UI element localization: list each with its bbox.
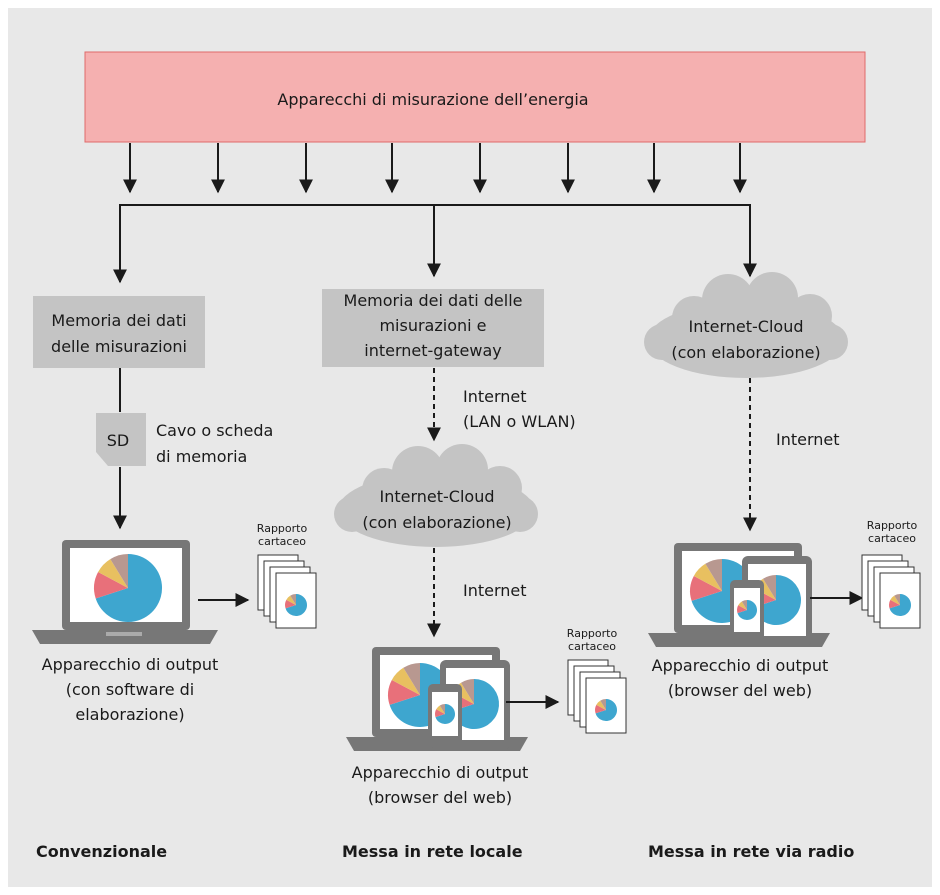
svg-text:misurazioni e: misurazioni e bbox=[379, 316, 486, 335]
right-devices-icon bbox=[648, 543, 830, 647]
cable-label-2: di memoria bbox=[156, 447, 247, 466]
column-title-local-network: Messa in rete locale bbox=[342, 842, 523, 861]
sd-card-icon: SD bbox=[96, 413, 146, 466]
left-report-label: Rapporto bbox=[257, 522, 308, 535]
right-report-label-2: cartaceo bbox=[868, 532, 916, 545]
right-output-label-2: (browser del web) bbox=[668, 681, 812, 700]
cable-label: Cavo o scheda bbox=[156, 421, 273, 440]
left-laptop-icon bbox=[32, 540, 218, 644]
svg-text:SD: SD bbox=[107, 431, 129, 450]
left-output-label: Apparecchio di output bbox=[42, 655, 219, 674]
middle-storage-box: Memoria dei dati delle misurazioni e int… bbox=[322, 289, 544, 367]
middle-internet-label-3: Internet bbox=[463, 581, 527, 600]
svg-text:Internet-Cloud: Internet-Cloud bbox=[379, 487, 494, 506]
middle-report-label: Rapporto bbox=[567, 627, 618, 640]
svg-text:Memoria dei dati: Memoria dei dati bbox=[51, 311, 186, 330]
svg-text:delle misurazioni: delle misurazioni bbox=[51, 337, 187, 356]
left-output-label-2: (con software di bbox=[66, 680, 194, 699]
middle-report-label-2: cartaceo bbox=[568, 640, 616, 653]
left-paper-report-icon bbox=[258, 555, 316, 628]
column-title-radio-network: Messa in rete via radio bbox=[648, 842, 854, 861]
middle-output-label: Apparecchio di output bbox=[352, 763, 529, 782]
middle-output-label-2: (browser del web) bbox=[368, 788, 512, 807]
left-storage-box: Memoria dei dati delle misurazioni bbox=[33, 296, 205, 368]
right-report-label: Rapporto bbox=[867, 519, 918, 532]
svg-text:Internet-Cloud: Internet-Cloud bbox=[688, 317, 803, 336]
left-output-label-3: elaborazione) bbox=[75, 705, 184, 724]
energy-meters-box: Apparecchi di misurazione dell’energia bbox=[84, 51, 866, 143]
svg-text:(con elaborazione): (con elaborazione) bbox=[671, 343, 820, 362]
svg-text:Memoria dei dati delle: Memoria dei dati delle bbox=[344, 291, 523, 310]
bus-lines bbox=[113, 204, 757, 284]
meter-arrows bbox=[123, 143, 747, 194]
right-paper-report-icon bbox=[862, 555, 920, 628]
right-cloud-icon: Internet-Cloud (con elaborazione) bbox=[644, 272, 848, 378]
middle-cloud-icon: Internet-Cloud (con elaborazione) bbox=[334, 444, 538, 547]
middle-internet-label: Internet bbox=[463, 387, 527, 406]
right-output-label: Apparecchio di output bbox=[652, 656, 829, 675]
right-internet-label: Internet bbox=[776, 430, 840, 449]
svg-text:internet-gateway: internet-gateway bbox=[364, 341, 501, 360]
left-report-label-2: cartaceo bbox=[258, 535, 306, 548]
svg-text:(con elaborazione): (con elaborazione) bbox=[362, 513, 511, 532]
energy-meters-label: Apparecchi di misurazione dell’energia bbox=[277, 90, 588, 109]
column-title-conventional: Convenzionale bbox=[36, 842, 167, 861]
middle-paper-report-icon bbox=[568, 660, 626, 733]
middle-devices-icon bbox=[346, 647, 528, 751]
middle-internet-label-2: (LAN o WLAN) bbox=[463, 412, 576, 431]
